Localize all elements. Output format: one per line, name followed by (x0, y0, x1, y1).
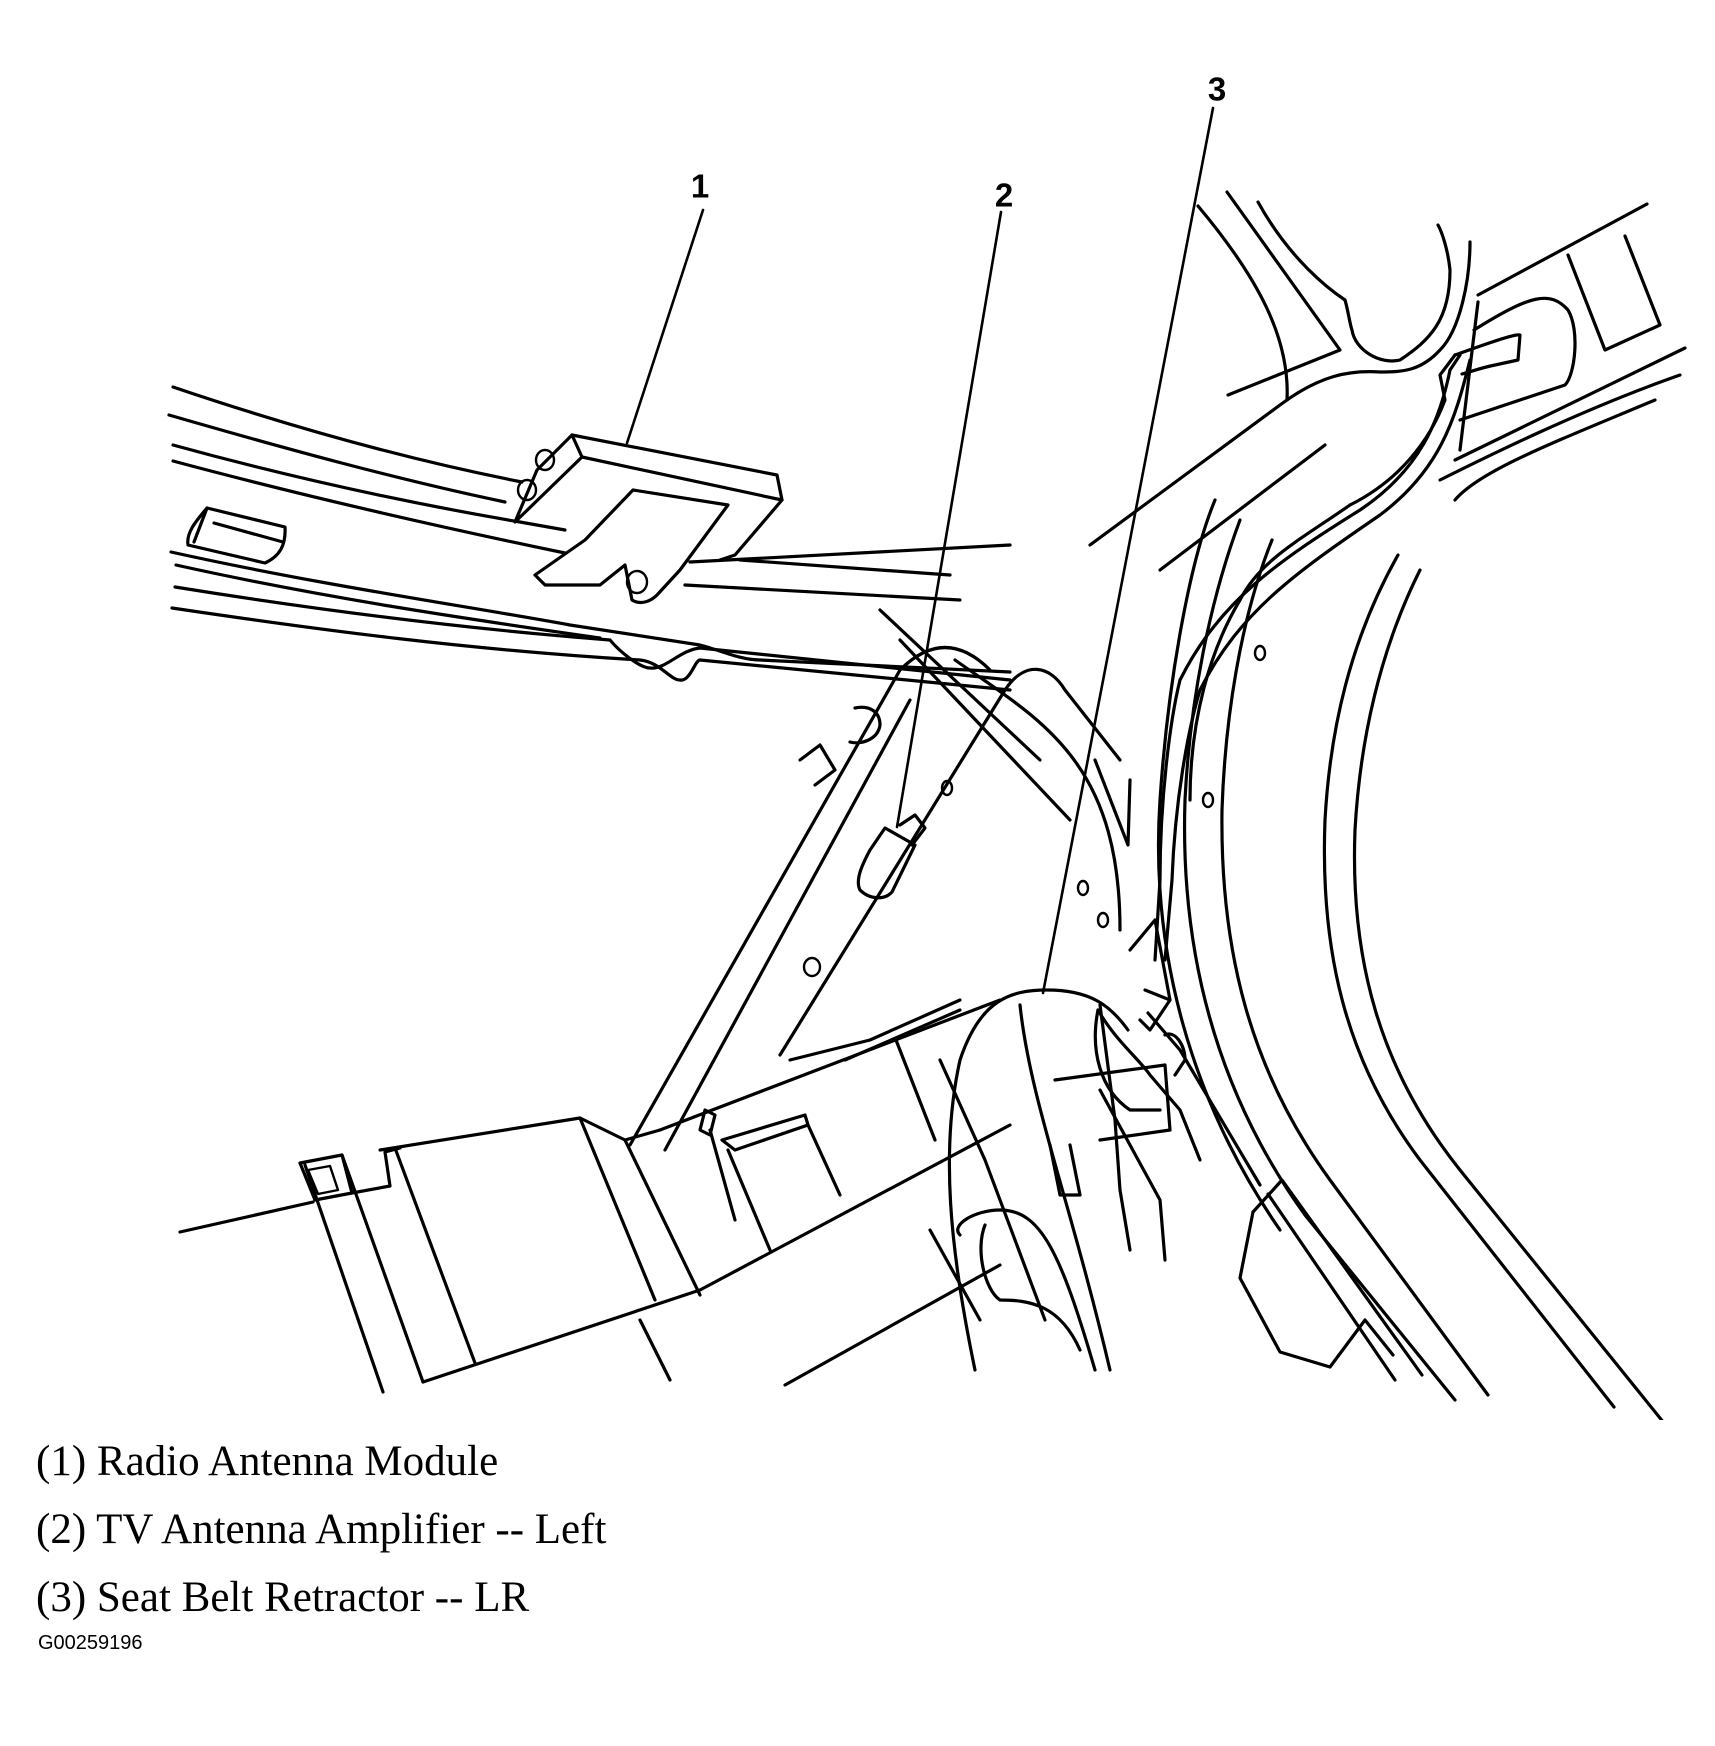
leader-line-1 (625, 208, 705, 445)
radio-antenna-module (513, 433, 784, 605)
leader-line-3 (1041, 106, 1215, 995)
quarter-trim-block (1146, 1011, 1424, 1382)
legend: (1) Radio Antenna Module (2) TV Antenna … (36, 1428, 606, 1632)
door-opening (1156, 498, 1664, 1420)
component-location-drawing (167, 106, 1687, 1420)
legend-item-seat-belt-retractor: (3) Seat Belt Retractor -- LR (36, 1574, 530, 1621)
leader-lines (625, 106, 1215, 995)
leader-line-2 (895, 210, 1003, 829)
c-pillar-frame (628, 608, 1172, 1152)
legend-item-tv-antenna-amplifier: (2) TV Antenna Amplifier -- Left (36, 1506, 607, 1553)
legend-item-radio-antenna-module: (1) Radio Antenna Module (36, 1438, 499, 1485)
figure-id: G00259196 (38, 1632, 143, 1654)
callout-number-3: 3 (1207, 70, 1227, 108)
rail-clip (186, 506, 287, 565)
callout-number-2: 2 (994, 176, 1014, 214)
callout-number-1: 1 (690, 167, 710, 205)
wire-harness (1153, 353, 1472, 962)
rear-seat-trim (178, 998, 1172, 1394)
rear-quarter-panel (1088, 190, 1687, 572)
roof-rail (167, 385, 1012, 692)
seat-belt-retractor (947, 988, 1202, 1372)
tv-antenna-amplifier (856, 813, 927, 900)
